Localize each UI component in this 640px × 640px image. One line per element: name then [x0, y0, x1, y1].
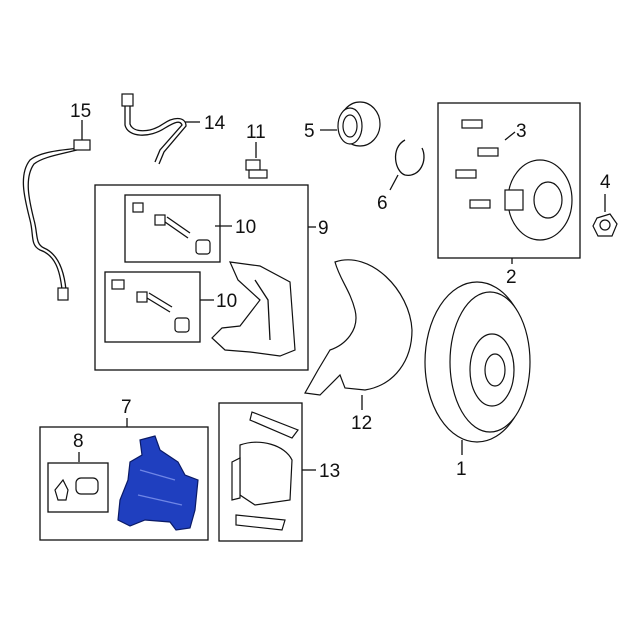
snap-ring-part[interactable]: [389, 139, 425, 191]
callout-11[interactable]: 11: [246, 122, 266, 143]
callout-7[interactable]: 7: [121, 397, 132, 418]
brake-pads-part[interactable]: [231, 411, 316, 531]
box-caliper-bracket-9: [94, 184, 309, 371]
callout-14[interactable]: 14: [204, 113, 226, 134]
callout-15[interactable]: 15: [70, 101, 91, 122]
wheel-stud-part[interactable]: [455, 119, 516, 209]
callout-2[interactable]: 2: [506, 267, 517, 288]
callout-13[interactable]: 13: [319, 461, 340, 482]
callout-10-lower[interactable]: 10: [216, 291, 237, 312]
box-pin-kit-10b: [104, 271, 201, 343]
box-hub-2: [437, 102, 581, 259]
guide-pin-kit-upper[interactable]: [132, 202, 232, 255]
box-caliper-7: [39, 426, 209, 541]
hub-part[interactable]: [504, 159, 573, 241]
brake-hose-part[interactable]: [121, 93, 200, 165]
splash-shield-part[interactable]: [304, 259, 413, 410]
callout-8[interactable]: 8: [73, 431, 84, 452]
box-pads-13: [218, 402, 303, 542]
callout-6[interactable]: 6: [377, 193, 388, 214]
callout-10-upper[interactable]: 10: [235, 217, 256, 238]
callout-12[interactable]: 12: [351, 413, 372, 434]
box-pin-kit-10a: [124, 194, 221, 263]
callout-4[interactable]: 4: [600, 172, 611, 193]
brake-caliper-part[interactable]: [117, 418, 199, 531]
caliper-boot-part[interactable]: [54, 452, 99, 501]
guide-pin-kit-lower[interactable]: [111, 279, 214, 333]
box-boots-8: [47, 462, 109, 513]
caliper-bracket-part[interactable]: [211, 226, 316, 357]
callout-3[interactable]: 3: [516, 121, 527, 142]
callout-5[interactable]: 5: [304, 121, 315, 142]
callout-1[interactable]: 1: [456, 459, 467, 480]
bolt-11-part[interactable]: [245, 142, 268, 179]
brake-rotor-part[interactable]: [424, 281, 531, 455]
wheel-bearing-part[interactable]: [320, 101, 381, 147]
callout-9[interactable]: 9: [318, 218, 329, 239]
hub-nut-part[interactable]: [592, 194, 618, 237]
abs-sensor-part[interactable]: [22, 120, 91, 301]
